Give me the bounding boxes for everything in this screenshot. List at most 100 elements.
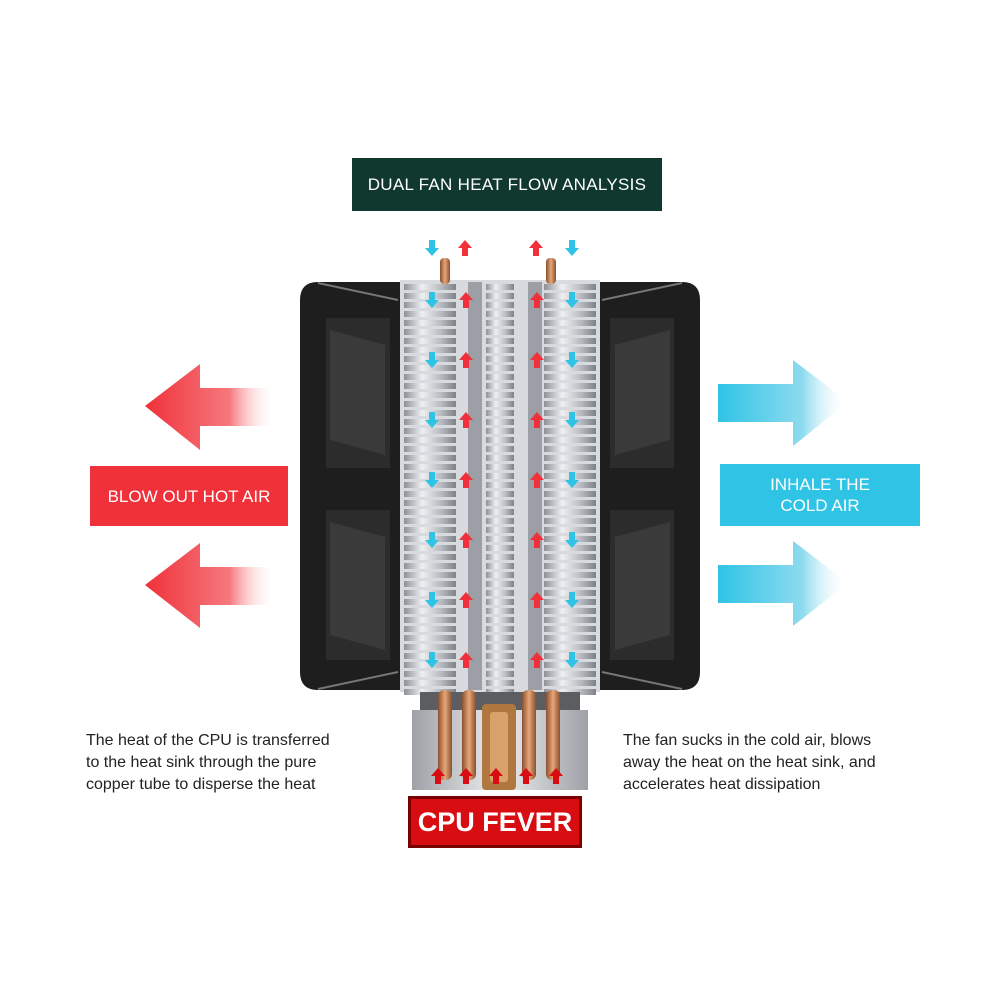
diagram-title: DUAL FAN HEAT FLOW ANALYSIS [352,158,662,211]
fin-plate [486,464,514,470]
fin-plate [404,347,456,353]
fin-plate [486,572,514,578]
fin-plate [404,311,456,317]
fin-plate [544,644,596,650]
fin-plate [486,563,514,569]
hot-arrow-icon [530,592,544,608]
fin-plate [544,464,596,470]
fin-plate [544,392,596,398]
right-description: The fan sucks in the cold air, blows awa… [623,730,933,796]
fin-plate [486,527,514,533]
fin-plate [486,545,514,551]
fin-plate [544,572,596,578]
fin-plate [544,491,596,497]
cold-arrow-icon [425,592,439,608]
fin-plate [486,482,514,488]
fin-plate [404,563,456,569]
fin-plate [404,320,456,326]
hot-arrow-icon [459,652,473,668]
fin-plate [544,437,596,443]
fin-plate [486,491,514,497]
fin-plate [486,329,514,335]
heat-sink-fins [400,280,600,695]
right-description-line: away the heat on the heat sink, and [623,754,876,771]
left-description-line: The heat of the CPU is transferred [86,732,330,749]
hot-arrow-icon [459,472,473,488]
fin-plate [404,491,456,497]
fin-plate [404,545,456,551]
fin-plate [544,617,596,623]
left-description-line: copper tube to disperse the heat [86,776,316,793]
fin-plate [486,554,514,560]
cold-arrow-icon [565,412,579,428]
fin-plate [404,572,456,578]
fin-plate [544,284,596,290]
blow-out-hot-air-label: BLOW OUT HOT AIR [90,466,288,526]
fin-plate [486,608,514,614]
cold-arrow-icon [425,532,439,548]
fin-plate [544,680,596,686]
fin-plate [486,509,514,515]
fin-plate [404,500,456,506]
fin-plate [404,446,456,452]
fin-plate [544,626,596,632]
fin-plate [486,680,514,686]
fin-plate [486,500,514,506]
cold-arrow-icon [425,652,439,668]
fin-plate [544,563,596,569]
fin-plate [544,446,596,452]
fin-plate [486,419,514,425]
fin-plate [404,464,456,470]
fin-plate [404,644,456,650]
fin-plate [486,392,514,398]
heatpipe-tops [440,258,556,284]
cold-arrow-icon [565,472,579,488]
hot-arrow-icon [530,292,544,308]
cold-arrow-icon [565,592,579,608]
cold-arrow-icon [425,352,439,368]
fin-plate [544,347,596,353]
hot-arrow-icon [530,532,544,548]
fin-plate [404,527,456,533]
fin-plate [544,455,596,461]
right-description-line: accelerates heat dissipation [623,776,821,793]
fin-plate [486,653,514,659]
fin-plate [404,554,456,560]
inhale-cold-air-label: INHALE THE COLD AIR [720,464,920,526]
fin-plate [544,554,596,560]
fin-gap [468,282,482,690]
fin-plate [544,527,596,533]
fin-plate [404,626,456,632]
fin-plate [404,329,456,335]
fin-plate [404,608,456,614]
fin-plate [404,338,456,344]
fin-plate [544,500,596,506]
fin-plate [486,590,514,596]
fin-plate [486,293,514,299]
fin-plate [544,329,596,335]
fin-plate [486,644,514,650]
cpu-fever-label: CPU FEVER [408,796,582,848]
cold-arrow-icon [425,412,439,428]
fin-plate [404,455,456,461]
fin-plate [544,428,596,434]
left-description-line: to the heat sink through the pure [86,754,317,771]
fin-plate [486,581,514,587]
fin-plate [486,599,514,605]
fin-plate [404,509,456,515]
left-fan [300,282,400,690]
fin-plate [404,518,456,524]
cold-arrow-icon [565,532,579,548]
cold-arrow-icon [425,472,439,488]
right-description-line: The fan sucks in the cold air, blows [623,732,872,749]
fin-plate [404,581,456,587]
fin-plate [486,365,514,371]
fin-plate [404,374,456,380]
fin-plate [486,401,514,407]
fin-plate [486,347,514,353]
fin-plate [404,680,456,686]
fin-plate [486,536,514,542]
fin-plate [544,365,596,371]
fin-plate [404,671,456,677]
